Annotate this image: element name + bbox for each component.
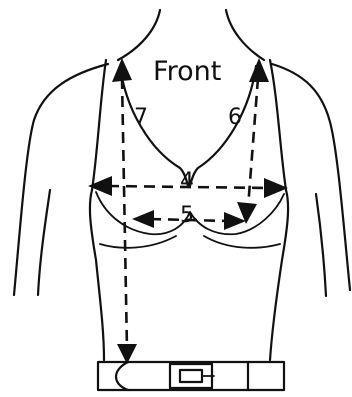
- left-cup-outline: [96, 192, 190, 234]
- right-cup-outline: [190, 194, 284, 234]
- right-strap: [270, 60, 286, 190]
- neck-right-line: [226, 10, 264, 60]
- belt-buckle-inner: [180, 370, 202, 382]
- measure-7-arrow-up: [112, 58, 132, 82]
- underbust-right: [204, 236, 280, 248]
- neck-left-line: [118, 10, 160, 60]
- measure-7-number: 7: [134, 105, 148, 130]
- measure-6-number: 6: [228, 105, 242, 130]
- underbust-left: [100, 236, 176, 248]
- measure-5-arrow-left: [132, 210, 154, 228]
- measure-7-line: [122, 78, 127, 350]
- belt: [98, 362, 284, 390]
- left-strap: [92, 60, 106, 190]
- measure-5-number: 5: [180, 203, 194, 228]
- measure-6-arrow-up: [249, 58, 269, 82]
- left-arm-inner-line: [38, 190, 50, 295]
- right-arm-inner-line: [316, 194, 326, 296]
- right-torso-side: [270, 190, 288, 360]
- measure-4-number: 4: [180, 169, 194, 194]
- view-label: Front: [153, 56, 221, 87]
- left-torso-side: [90, 190, 104, 360]
- belt-loop-left: [116, 362, 128, 390]
